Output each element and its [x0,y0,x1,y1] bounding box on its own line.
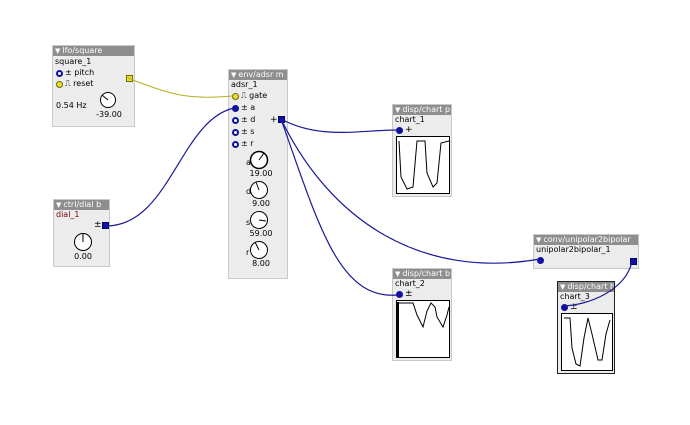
disp-chart-1-object[interactable]: ▼disp/chart p chart_1 + [392,104,452,197]
pulse-icon: ⎍ [241,91,247,100]
adsr-env-outlet[interactable] [278,116,285,123]
chart1-instance-name: chart_1 [395,115,425,124]
collapse-triangle-icon[interactable]: ▼ [231,71,237,79]
pm-icon: ± [570,302,578,312]
adsr-s-knob-value: 59.00 [249,229,273,238]
chart3-waveform [564,317,611,367]
conv-inlet[interactable] [537,257,544,264]
adsr-d-knob-label: d [246,187,252,196]
adsr-instance-name: adsr_1 [231,80,258,89]
step-icon: ⎍ [65,79,71,88]
chart3-inlet[interactable] [561,304,568,311]
adsr-header-label: env/adsr m [238,70,284,79]
chart2-inlet[interactable] [396,291,403,298]
pm-icon: ± [241,115,248,124]
dial-knob[interactable] [73,232,93,252]
lfo-header-label: lfo/square [62,46,103,55]
adsr-a-knob-value: 19.00 [249,169,273,178]
disp-chart-3-object[interactable]: ▼disp/chart b chart_3 ± [557,281,615,374]
chart2-header[interactable]: ▼disp/chart b [393,269,451,279]
adsr-r-label: r [250,139,254,148]
pm-icon: ± [241,139,248,148]
wire-adsr-to-chart2 [280,118,399,296]
chart1-header-label: disp/chart p [402,105,451,114]
pm-icon: ± [241,103,248,112]
collapse-triangle-icon[interactable]: ▼ [55,47,61,55]
wire-adsr-to-chart1 [280,118,399,133]
lfo-reset-label: reset [73,79,94,88]
collapse-triangle-icon[interactable]: ▼ [395,106,401,114]
chart3-header[interactable]: ▼disp/chart b [558,282,614,292]
pm-icon: ± [94,220,102,230]
chart2-header-label: disp/chart b [402,269,451,278]
plus-icon: + [270,115,278,125]
plus-icon: + [405,125,413,135]
adsr-a-knob-label: a [246,158,251,167]
disp-chart-2-object[interactable]: ▼disp/chart b chart_2 ± [392,268,452,361]
chart3-instance-name: chart_3 [560,292,590,301]
adsr-r-knob-label: r [246,248,250,257]
dial-value: 0.00 [74,252,92,261]
adsr-gate-label: gate [249,91,268,100]
lfo-pitch-inlet[interactable] [56,70,63,77]
adsr-r-knob[interactable] [249,240,269,260]
pm-icon: ± [241,127,248,136]
chart1-display [396,136,450,194]
adsr-d-knob-value: 9.00 [252,199,270,208]
ctrl-dial-object[interactable]: ▼ctrl/dial b dial_1 ± 0.00 [53,199,110,267]
adsr-gate-inlet[interactable] [232,93,239,100]
collapse-triangle-icon[interactable]: ▼ [536,236,542,244]
lfo-square-object[interactable]: ▼lfo/square square_1 ± pitch ⎍ reset 0.5… [52,45,135,127]
chart1-header[interactable]: ▼disp/chart p [393,105,451,115]
pm-icon: ± [65,68,72,77]
conv-outlet[interactable] [630,258,637,265]
adsr-a-knob[interactable] [249,150,269,170]
chart1-waveform [398,140,450,190]
conv-instance-name: unipolar2bipolar_1 [536,245,611,254]
lfo-instance-name: square_1 [55,57,92,66]
adsr-s-inlet[interactable] [232,129,239,136]
adsr-a-label: a [250,103,256,112]
chart3-header-label: disp/chart b [567,282,614,291]
adsr-s-label: s [250,127,255,136]
adsr-d-knob[interactable] [249,180,269,200]
lfo-knob-value: -39.00 [96,110,122,119]
lfo-reset-inlet[interactable] [56,81,63,88]
conv-header-label: conv/unipolar2bipolar [543,235,631,244]
adsr-d-inlet[interactable] [232,117,239,124]
dial-header[interactable]: ▼ctrl/dial b [54,200,109,210]
lfo-wave-outlet[interactable] [126,75,133,82]
adsr-d-label: d [250,115,256,124]
dial-outlet[interactable] [102,222,109,229]
env-adsr-object[interactable]: ▼env/adsr m adsr_1 ⎍ gate ± a ± d ± s ± … [228,69,288,279]
adsr-s-knob-label: s [246,218,251,227]
lfo-pitch-knob[interactable] [99,91,117,109]
adsr-s-knob[interactable] [249,210,269,230]
conv-unipolar2bipolar-object[interactable]: ▼conv/unipolar2bipolar unipolar2bipolar_… [533,234,639,269]
chart3-display [561,313,613,371]
collapse-triangle-icon[interactable]: ▼ [56,201,62,209]
collapse-triangle-icon[interactable]: ▼ [560,283,566,291]
adsr-a-inlet[interactable] [232,105,239,112]
wire-lfo-to-gate [127,77,233,98]
chart2-display [396,300,450,358]
lfo-header[interactable]: ▼lfo/square [53,46,134,56]
adsr-header[interactable]: ▼env/adsr m [229,70,287,80]
collapse-triangle-icon[interactable]: ▼ [395,270,401,278]
adsr-r-inlet[interactable] [232,141,239,148]
conv-header[interactable]: ▼conv/unipolar2bipolar [534,235,638,245]
chart2-waveform [397,302,450,357]
chart1-inlet[interactable] [396,127,403,134]
adsr-r-knob-value: 8.00 [252,259,270,268]
dial-header-label: ctrl/dial b [63,200,102,209]
lfo-frequency-readout: 0.54 Hz [56,101,87,110]
dial-instance-name: dial_1 [56,210,80,219]
pm-icon: ± [405,289,413,299]
chart2-instance-name: chart_2 [395,279,425,288]
lfo-pitch-label: pitch [74,68,95,77]
